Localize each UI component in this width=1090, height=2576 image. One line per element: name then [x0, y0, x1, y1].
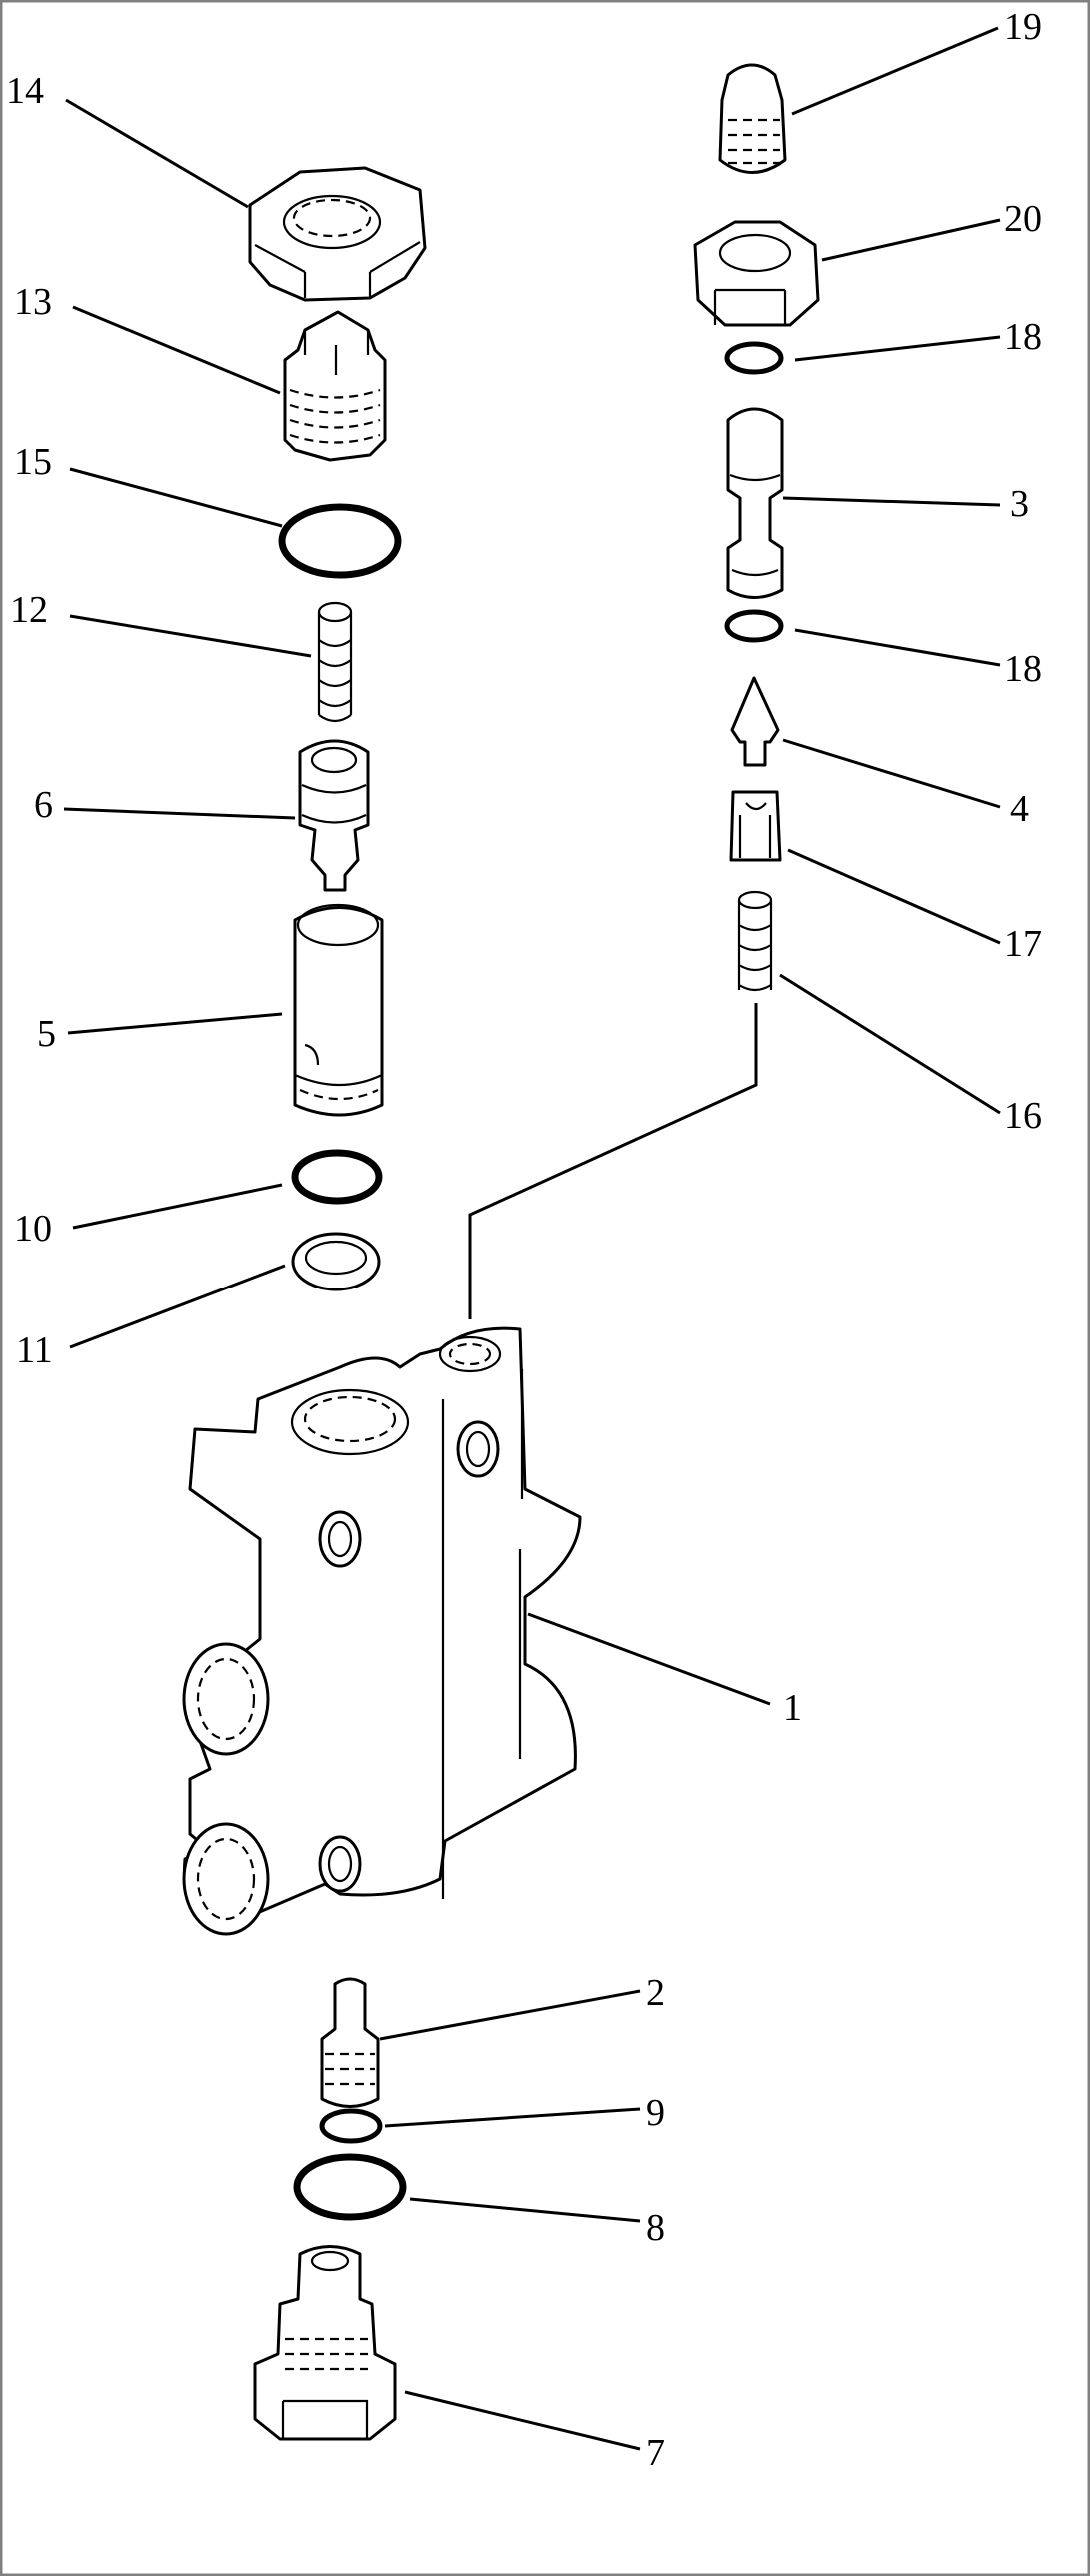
part-17-spring-retainer: [729, 790, 782, 862]
part-4-poppet: [730, 676, 780, 767]
part-11-backup-ring: [291, 1232, 381, 1291]
callout-18-lower: 18: [1004, 648, 1042, 690]
part-13-plug: [283, 310, 387, 462]
leader-3: [782, 496, 1001, 507]
callout-18-upper: 18: [1004, 316, 1042, 358]
leader-11: [69, 1264, 286, 1349]
part-19-adjusting-screw: [718, 63, 787, 174]
callout-17: 17: [1004, 923, 1042, 965]
part-18-o-ring-upper: [724, 341, 784, 375]
callout-8: 8: [646, 2207, 665, 2249]
part-9-o-ring: [319, 2108, 383, 2144]
callout-2: 2: [646, 1972, 665, 2014]
part-2-plug: [320, 1977, 380, 2108]
leader-18b: [794, 628, 1001, 667]
leader-20: [821, 218, 1001, 262]
leader-5: [67, 1012, 283, 1035]
part-18-o-ring-lower: [724, 609, 784, 643]
leader-18a: [794, 335, 1001, 362]
part-12-spring: [317, 601, 353, 723]
leader-12: [69, 614, 312, 658]
callout-14: 14: [6, 70, 44, 112]
callout-3: 3: [1010, 483, 1029, 525]
part-10-o-ring: [291, 1149, 383, 1205]
callout-13: 13: [14, 281, 52, 323]
leader-9: [384, 2107, 641, 2128]
leader-1: [527, 1612, 771, 1706]
leader-14: [65, 98, 249, 209]
callout-12: 12: [10, 589, 48, 631]
leader-8: [409, 2197, 641, 2223]
leader-lines: [63, 26, 1001, 2451]
callout-6: 6: [34, 784, 53, 826]
callout-15: 15: [14, 441, 52, 483]
part-6-spool: [298, 739, 370, 892]
leader-6: [63, 807, 296, 820]
part-5-sleeve: [293, 903, 384, 1117]
leader-13: [72, 305, 281, 395]
assembly-line-16-to-body: [468, 1003, 758, 1319]
leader-19: [791, 26, 999, 116]
callout-7: 7: [646, 2432, 665, 2474]
callout-11: 11: [16, 1329, 53, 1371]
part-16-spring: [737, 890, 773, 992]
callout-4: 4: [1010, 788, 1029, 830]
part-1-valve-body: [182, 1326, 582, 1936]
part-3-seat: [726, 407, 784, 599]
callout-10: 10: [14, 1208, 52, 1250]
callout-1: 1: [783, 1687, 802, 1729]
leader-7: [404, 2390, 641, 2451]
leader-10: [72, 1183, 283, 1230]
leader-4: [782, 738, 1001, 809]
callout-5: 5: [37, 1013, 56, 1055]
leader-16: [779, 973, 1001, 1115]
callout-16: 16: [1004, 1095, 1042, 1137]
part-14-nut: [248, 166, 427, 302]
callout-19: 19: [1004, 6, 1042, 48]
leader-15: [69, 467, 283, 528]
callout-20: 20: [1004, 198, 1042, 240]
callout-9: 9: [646, 2092, 665, 2134]
leader-17: [787, 848, 1001, 945]
part-8-o-ring: [293, 2153, 407, 2221]
part-7-plug: [253, 2245, 397, 2441]
part-15-o-ring: [278, 503, 402, 579]
leader-2: [379, 1989, 641, 2041]
part-20-lock-nut: [693, 220, 820, 327]
